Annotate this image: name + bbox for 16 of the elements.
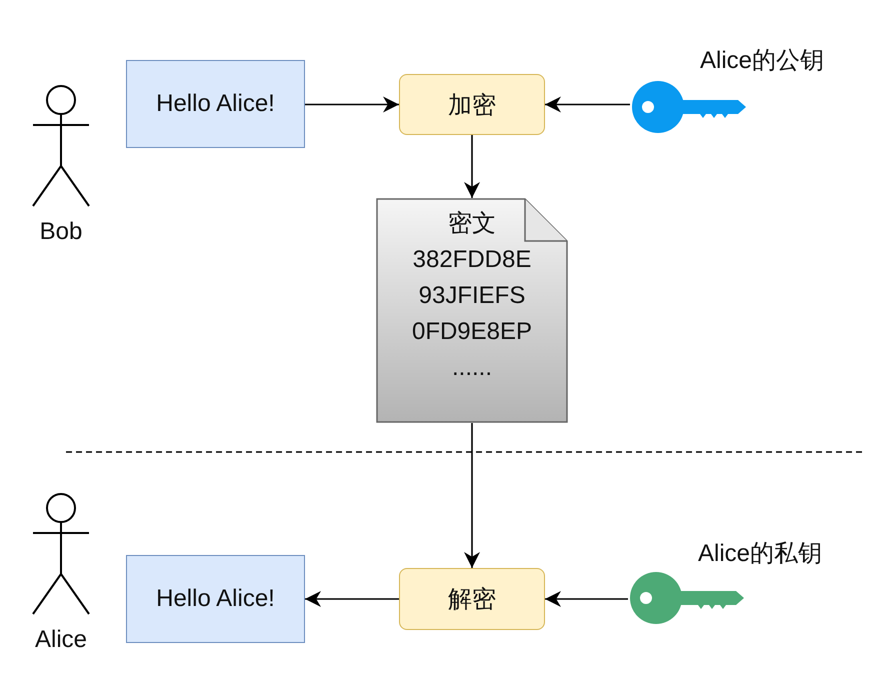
ciphertext: 382FDD8E 93JFIEFS 0FD9E8EP ...... (410, 245, 534, 383)
arrow (545, 591, 628, 607)
process-box: 加密 (399, 74, 545, 135)
person-label: Alice (34, 626, 88, 654)
arrow (464, 423, 480, 568)
person-label: Bob (38, 218, 84, 246)
key-label: Alice的私钥 (698, 539, 822, 569)
document-title: 密文 (448, 209, 496, 239)
message-box: Hello Alice! (126, 555, 305, 643)
process-box: 解密 (399, 568, 545, 630)
message-box: Hello Alice! (126, 60, 305, 148)
arrow (305, 96, 399, 112)
key-label: Alice的公钥 (700, 46, 824, 76)
arrow (464, 135, 480, 198)
arrow (545, 96, 630, 112)
arrow (305, 591, 399, 607)
